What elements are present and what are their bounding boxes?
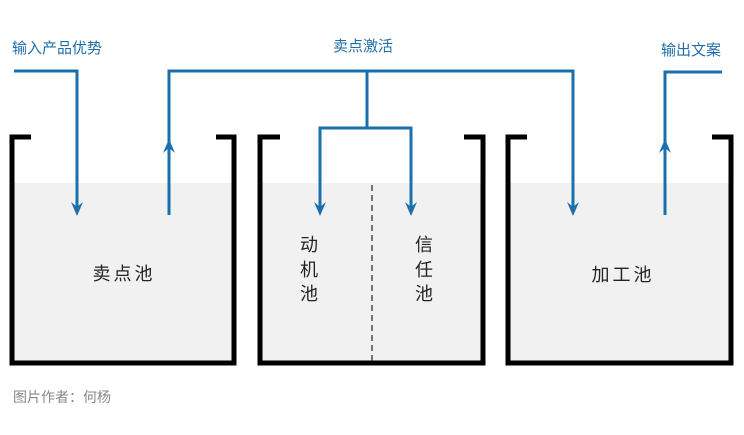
motive-char: 动	[300, 235, 318, 256]
trust-pool-label: 信 任 池	[415, 235, 433, 305]
up-arrow-icon	[659, 139, 671, 153]
up-arrow-icon	[163, 139, 175, 153]
trust-char: 任	[415, 260, 433, 281]
activate-label: 卖点激活	[333, 37, 393, 55]
down-arrow-icon	[71, 202, 83, 216]
motive-char: 机	[300, 260, 318, 281]
selling-point-pool-label: 卖点池	[93, 264, 156, 285]
motive-trust-pool-fill	[260, 183, 484, 363]
output-label: 输出文案	[661, 41, 721, 59]
motive-pool-label: 动 机 池	[300, 235, 318, 305]
down-arrow-icon	[567, 202, 579, 216]
selling-point-pool-fill	[12, 183, 234, 363]
down-arrow-icon	[405, 202, 417, 216]
processing-pool-label: 加工池	[592, 265, 655, 286]
selling-point-pool-walls	[9, 134, 237, 366]
motive-char: 池	[300, 284, 318, 305]
branch-flow-line	[318, 71, 413, 212]
input-flow-line	[14, 69, 79, 212]
processing-pool-walls	[505, 134, 734, 366]
trust-char: 信	[415, 235, 433, 256]
output-flow-line	[663, 70, 722, 215]
input-label: 输入产品优势	[12, 39, 102, 57]
down-arrow-icon	[314, 202, 326, 216]
processing-pool-fill	[508, 183, 732, 363]
motive-trust-pool-walls	[257, 134, 486, 366]
image-credit-caption: 图片作者：何杨	[13, 390, 111, 406]
trust-char: 池	[415, 284, 433, 305]
